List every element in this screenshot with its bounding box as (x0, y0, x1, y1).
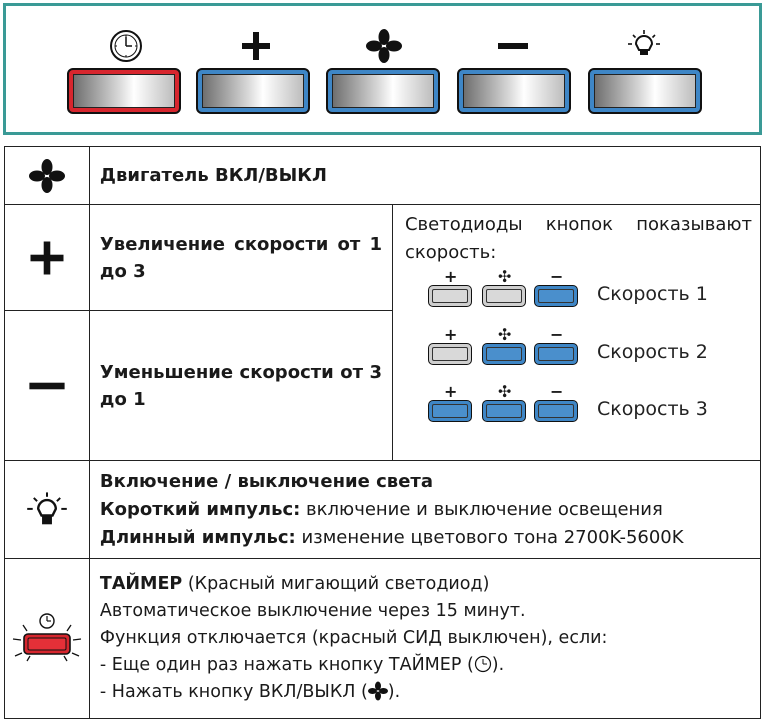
speed-label: Скорость 2 (596, 341, 708, 363)
plus-icon (242, 32, 270, 60)
timer-line-5-text: - Нажать кнопку ВКЛ/ВЫКЛ ( (99, 682, 368, 702)
timer-description: ТАЙМЕР (Красный мигающий светодиод) Авто… (88, 558, 762, 719)
plus-icon (30, 241, 64, 274)
speed-led-button (427, 343, 472, 365)
minus-icon (29, 382, 65, 389)
light-description: Включение / выключение света Короткий им… (88, 460, 762, 559)
speed-symbol: − (549, 267, 564, 286)
minus-icon (498, 43, 528, 49)
short-press-label: Короткий импульс: (99, 498, 301, 520)
long-press-text: изменение цветового тона 2700K-5600K (295, 526, 684, 548)
timer-icon-cell (4, 558, 90, 719)
speed-led-button (533, 400, 578, 422)
speed-down-title: Уменьшение скорости от 3 до 1 (88, 310, 393, 461)
timer-line-4-end: ). (491, 655, 505, 675)
control-panel (3, 3, 762, 135)
light-long-line: Длинный импульс: изменение цветового тон… (100, 524, 750, 552)
row-speed-down: Уменьшение скорости от 3 до 1 (4, 310, 761, 461)
speed-led-button (533, 343, 578, 365)
speed-label: Скорость 3 (596, 398, 708, 420)
timer-icon (474, 655, 491, 673)
speed-symbol: + (443, 382, 458, 401)
row-speed-up: Увеличение скорости от 1 до 3 Светодиоды… (4, 204, 762, 461)
speed-leds-cell: Светодиоды кнопок показывают скорость: +… (391, 204, 762, 461)
light-icon (27, 491, 67, 524)
speed-symbol: ✣ (497, 382, 512, 401)
speed-down-icon-cell (4, 310, 90, 461)
speed-up-icon-cell (4, 204, 90, 311)
timer-line-4-text: - Еще один раз нажать кнопку ТАЙМЕР ( (99, 655, 474, 675)
timer-title-line: ТАЙМЕР (Красный мигающий светодиод) (100, 571, 750, 598)
speed-label: Скорость 1 (596, 283, 708, 305)
fan-icon (28, 158, 65, 193)
speed-symbol: + (443, 267, 458, 286)
light-icon-cell (4, 460, 90, 559)
timer-line-5-end: ). (387, 682, 401, 702)
plus-button[interactable] (196, 68, 310, 114)
fan-icon (366, 29, 402, 63)
speed-led-button (533, 285, 578, 307)
timer-line-5: - Нажать кнопку ВКЛ/ВЫКЛ (). (100, 679, 750, 706)
speed-symbol: − (549, 325, 564, 344)
speed-symbol: + (443, 325, 458, 344)
timer-line-4: - Еще один раз нажать кнопку ТАЙМЕР (). (100, 652, 750, 679)
timer-line-3: Функция отключается (красный СИД выключе… (99, 628, 608, 648)
light-icon (628, 30, 660, 55)
timer-button-icon (12, 612, 82, 661)
speed-up-title: Увеличение скорости от 1 до 3 (88, 204, 393, 311)
speed-symbol: − (549, 382, 564, 401)
speed-led-button (427, 285, 472, 307)
function-table: Двигатель ВКЛ/ВЫКЛ Увеличение скорости о… (4, 146, 762, 719)
motor-title: Двигатель ВКЛ/ВЫКЛ (88, 146, 762, 205)
leds-description: Светодиоды кнопок показывают скорость: (404, 214, 752, 263)
speed-led-button (427, 400, 472, 422)
timer-title: ТАЙМЕР (99, 574, 183, 594)
fan-icon (367, 681, 388, 701)
light-title: Включение / выключение света (99, 470, 433, 492)
light-button[interactable] (588, 68, 702, 114)
speed-led-button (481, 343, 526, 365)
timer-icon (110, 30, 142, 62)
fan-button[interactable] (326, 68, 440, 114)
row-light: Включение / выключение света Короткий им… (4, 460, 762, 559)
minus-button[interactable] (457, 68, 571, 114)
timer-button[interactable] (67, 68, 181, 114)
speed-led-button (481, 285, 526, 307)
light-short-line: Короткий импульс: включение и выключение… (100, 496, 750, 524)
timer-line-2: Автоматическое выключение через 15 минут… (99, 601, 526, 621)
timer-title-note: (Красный мигающий светодиод) (182, 574, 490, 594)
speed-symbol: ✣ (497, 325, 512, 344)
long-press-label: Длинный импульс: (99, 526, 296, 548)
speed-led-button (481, 400, 526, 422)
row-timer: ТАЙМЕР (Красный мигающий светодиод) Авто… (4, 558, 762, 719)
short-press-text: включение и выключение освещения (300, 498, 663, 520)
row-motor: Двигатель ВКЛ/ВЫКЛ (4, 146, 762, 205)
speed-symbol: ✣ (497, 267, 512, 286)
motor-icon-cell (4, 146, 90, 205)
